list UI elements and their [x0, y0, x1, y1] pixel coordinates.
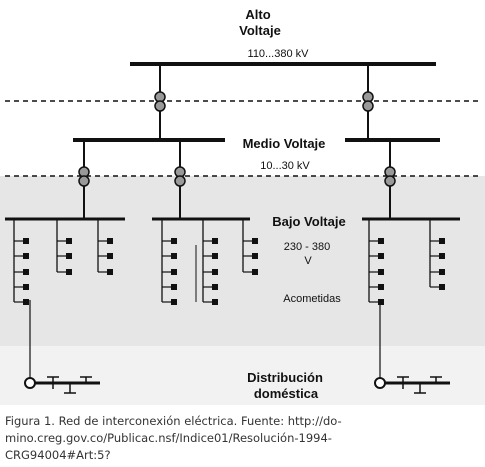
service-drop-meter — [171, 284, 177, 290]
service-drop-meter — [378, 253, 384, 259]
service-drop-meter — [107, 269, 113, 275]
service-drop-meter — [212, 284, 218, 290]
label-low-range-unit: V — [304, 255, 312, 267]
service-drop-meter — [66, 253, 72, 259]
service-drop-meter — [439, 269, 445, 275]
service-drop-meter — [107, 253, 113, 259]
service-drop-meter — [439, 284, 445, 290]
service-drop-meter — [378, 238, 384, 244]
transformer-hv-right — [362, 91, 374, 112]
service-drop-meter — [23, 284, 29, 290]
service-drop-meter — [439, 238, 445, 244]
service-drop-meter — [252, 269, 258, 275]
service-drop-meter — [171, 238, 177, 244]
service-drop-meter — [66, 269, 72, 275]
figure-caption: Figura 1. Red de interconexión eléctrica… — [5, 413, 475, 464]
service-drop-meter — [23, 299, 29, 305]
label-low-range: 230 - 380 — [284, 241, 330, 253]
service-drop-meter — [212, 238, 218, 244]
service-drop-meter — [212, 253, 218, 259]
label-medium-range: 10...30 kV — [260, 160, 310, 172]
transformer-hv-left — [154, 91, 166, 112]
label-bajo-voltaje: Bajo Voltaje — [272, 214, 345, 229]
service-drop-meter — [378, 284, 384, 290]
service-drop-meter — [23, 269, 29, 275]
distribution-region — [0, 346, 485, 405]
service-drop-meter — [171, 269, 177, 275]
electric-network-diagram: Alto Voltaje 110...380 kV Medio Voltaje … — [0, 7, 485, 405]
label-domestica: doméstica — [254, 386, 319, 401]
transformer-mv-3 — [384, 166, 396, 187]
service-drop-meter — [252, 238, 258, 244]
transformer-mv-1 — [78, 166, 90, 187]
transformer-mv-2 — [174, 166, 186, 187]
service-drop-meter — [378, 269, 384, 275]
caption-line-1: Figura 1. Red de interconexión eléctrica… — [5, 414, 342, 428]
service-drop-meter — [212, 299, 218, 305]
service-drop-meter — [23, 238, 29, 244]
service-drop-meter — [171, 299, 177, 305]
service-drop-meter — [66, 238, 72, 244]
service-drop-meter — [252, 253, 258, 259]
service-drop-meter — [378, 299, 384, 305]
service-drop-meter — [23, 253, 29, 259]
domestic-distribution-right — [374, 376, 450, 394]
service-drop-meter — [171, 253, 177, 259]
label-medio-voltaje: Medio Voltaje — [243, 136, 326, 151]
service-drop-meter — [212, 269, 218, 275]
service-drop-meter — [439, 253, 445, 259]
service-drops — [13, 219, 445, 305]
domestic-distribution-left — [24, 376, 100, 394]
label-high-range: 110...380 kV — [248, 48, 310, 60]
label-distribucion: Distribución — [247, 370, 323, 385]
label-voltaje: Voltaje — [239, 23, 281, 38]
caption-line-3: CRG94004#Art:5? — [5, 448, 111, 462]
service-drop-meter — [107, 238, 113, 244]
label-alto: Alto — [245, 7, 270, 22]
caption-line-2: mino.creg.gov.co/Publicac.nsf/Indice01/R… — [5, 431, 332, 445]
label-acometidas: Acometidas — [283, 293, 341, 305]
